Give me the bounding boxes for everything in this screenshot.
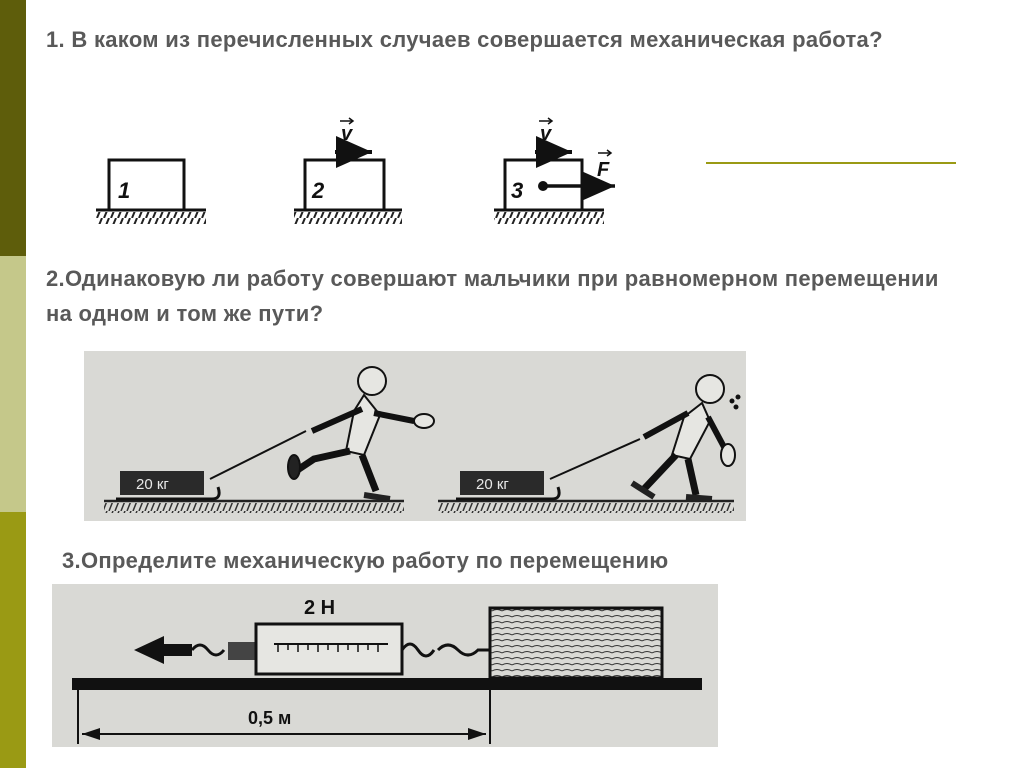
pull-arrow (134, 636, 192, 664)
boy-2 (630, 374, 741, 502)
sled-2-weight: 20 кг (476, 476, 509, 493)
figure-boys-sleds: 20 кг 20 кг (84, 351, 746, 521)
velocity-label-3: v (540, 123, 553, 145)
block-1-label: 1 (118, 178, 130, 203)
block-3: 3 v F (494, 117, 615, 224)
block-3-label: 3 (511, 178, 523, 203)
velocity-label-2: v (341, 123, 354, 145)
question-1: 1. В каком из перечисленных случаев сове… (46, 27, 883, 52)
force-arrow: F (538, 149, 615, 200)
figure-blocks: 1 2 v 3 v F (96, 117, 956, 224)
boy-1 (287, 366, 435, 502)
accent-stripe-middle (0, 256, 26, 512)
question-2: 2.Одинаковую ли работу совершают мальчик… (46, 266, 939, 326)
dynamometer: 2 Н (190, 597, 490, 676)
accent-stripe-top (0, 0, 26, 256)
sled-1: 20 кг (116, 430, 307, 501)
block-1: 1 (96, 158, 206, 224)
force-reading: 2 Н (304, 597, 335, 619)
block-2: 2 v (294, 117, 402, 224)
force-label: F (597, 159, 610, 181)
figure-dynamometer: 2 Н 0,5 м (52, 584, 718, 747)
velocity-arrow-2: v (335, 117, 372, 168)
distance-dimension: 0,5 м (77, 608, 491, 744)
velocity-arrow-3: v (535, 117, 572, 168)
wooden-block (488, 606, 664, 680)
sled-2: 20 кг (456, 438, 641, 501)
block-2-label: 2 (311, 178, 325, 203)
question-3: 3.Определите механическую работу по пере… (62, 548, 669, 573)
accent-stripe-bottom (0, 512, 26, 768)
sled-1-weight: 20 кг (136, 476, 169, 493)
distance-label: 0,5 м (248, 708, 291, 728)
